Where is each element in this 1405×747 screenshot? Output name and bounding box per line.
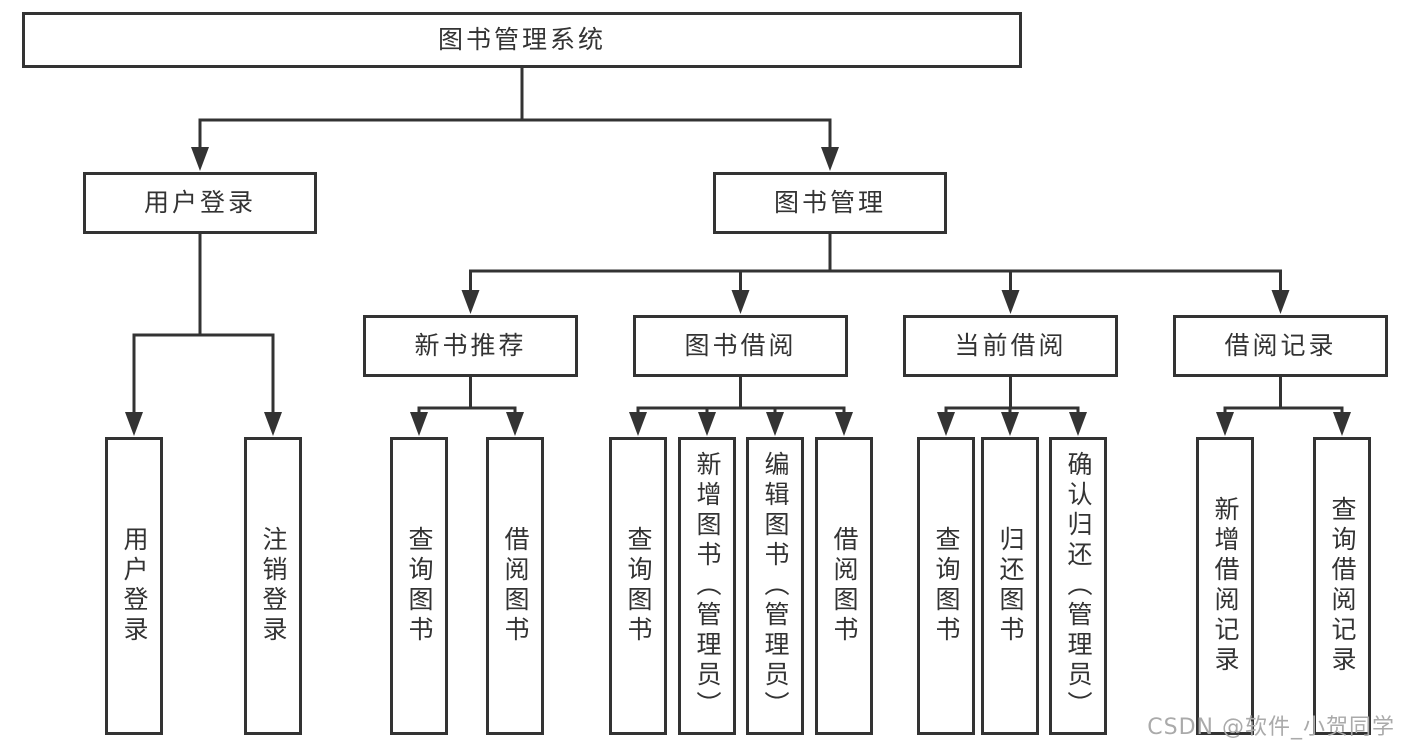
arrowhead-icon — [698, 412, 716, 436]
node-query-books-1: 查询图书 — [390, 437, 448, 735]
node-add-book-admin: 新增图书（管理员） — [678, 437, 736, 735]
node-user-login-action: 用户登录 — [105, 437, 163, 735]
node-new-book-recommendation: 新书推荐 — [363, 315, 578, 377]
arrowhead-icon — [1333, 412, 1351, 436]
node-label-borrowing-records: 借阅记录 — [1224, 331, 1337, 360]
node-label-query-borrowing-record: 查询借阅记录 — [1328, 496, 1357, 676]
node-label-add-book-admin: 新增图书（管理员） — [693, 451, 722, 721]
node-label-system: 图书管理系统 — [437, 25, 606, 54]
arrowhead-icon — [731, 290, 750, 314]
node-confirm-return-admin: 确认归还（管理员） — [1049, 437, 1107, 735]
arrowhead-icon — [629, 412, 647, 436]
arrowhead-icon — [506, 412, 524, 436]
arrowhead-icon — [125, 412, 143, 436]
node-current-borrowing: 当前借阅 — [903, 315, 1118, 377]
node-label-borrow-books-2: 借阅图书 — [830, 526, 859, 646]
node-return-books: 归还图书 — [981, 437, 1039, 735]
node-add-borrowing-record: 新增借阅记录 — [1196, 437, 1254, 735]
node-query-borrowing-record: 查询借阅记录 — [1313, 437, 1371, 735]
node-query-books-3: 查询图书 — [917, 437, 975, 735]
arrowhead-icon — [1001, 412, 1019, 436]
node-label-book-management: 图书管理 — [773, 188, 886, 217]
node-label-logout-action: 注销登录 — [259, 526, 288, 646]
node-label-query-books-1: 查询图书 — [405, 526, 434, 646]
arrowhead-icon — [1001, 290, 1020, 314]
arrowhead-icon — [264, 412, 282, 436]
node-user-login: 用户登录 — [83, 172, 317, 234]
node-label-query-books-3: 查询图书 — [932, 526, 961, 646]
arrowhead-icon — [1216, 412, 1234, 436]
node-label-user-login-action: 用户登录 — [120, 526, 149, 646]
node-label-current-borrowing: 当前借阅 — [954, 331, 1067, 360]
node-label-book-borrowing: 图书借阅 — [684, 331, 797, 360]
node-edit-book-admin: 编辑图书（管理员） — [746, 437, 804, 735]
node-label-edit-book-admin: 编辑图书（管理员） — [761, 451, 790, 721]
node-label-user-login: 用户登录 — [143, 188, 256, 217]
arrowhead-icon — [1069, 412, 1087, 436]
node-borrow-books-1: 借阅图书 — [486, 437, 544, 735]
node-label-query-books-2: 查询图书 — [624, 526, 653, 646]
arrowhead-icon — [835, 412, 853, 436]
arrowhead-icon — [821, 147, 839, 171]
arrowhead-icon — [1271, 290, 1290, 314]
node-label-confirm-return-admin: 确认归还（管理员） — [1064, 451, 1093, 721]
csdn-watermark: CSDN @软件_小贺同学 — [1147, 715, 1395, 740]
node-label-return-books: 归还图书 — [996, 526, 1025, 646]
arrowhead-icon — [191, 147, 209, 171]
node-label-new-book-recommendation: 新书推荐 — [414, 331, 527, 360]
node-query-books-2: 查询图书 — [609, 437, 667, 735]
arrowhead-icon — [766, 412, 784, 436]
arrowhead-icon — [937, 412, 955, 436]
node-label-borrow-books-1: 借阅图书 — [501, 526, 530, 646]
node-borrow-books-2: 借阅图书 — [815, 437, 873, 735]
node-book-borrowing: 图书借阅 — [633, 315, 848, 377]
arrowhead-icon — [410, 412, 428, 436]
node-label-add-borrowing-record: 新增借阅记录 — [1211, 496, 1240, 676]
arrowhead-icon — [461, 290, 480, 314]
node-system: 图书管理系统 — [22, 12, 1022, 68]
node-logout-action: 注销登录 — [244, 437, 302, 735]
node-borrowing-records: 借阅记录 — [1173, 315, 1388, 377]
node-book-management: 图书管理 — [713, 172, 947, 234]
